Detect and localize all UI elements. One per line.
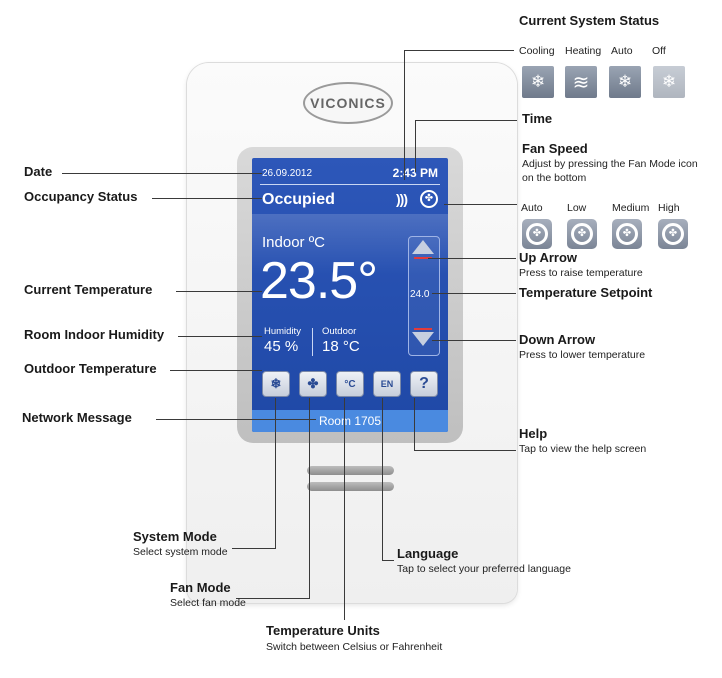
fan-speed-label: Medium bbox=[612, 202, 650, 214]
humidity-label: Humidity bbox=[264, 326, 301, 337]
header-divider bbox=[260, 184, 440, 185]
outdoor-callout-label: Outdoor Temperature bbox=[24, 361, 157, 376]
humidity-callout-label: Room Indoor Humidity bbox=[24, 327, 165, 342]
network-message-bar bbox=[252, 410, 448, 432]
leader-line bbox=[236, 598, 310, 599]
date-label: Date bbox=[24, 164, 53, 179]
temperature-units-button[interactable]: °C bbox=[336, 371, 364, 397]
leader-line bbox=[156, 419, 316, 420]
occupancy-label: Occupancy Status bbox=[24, 189, 138, 204]
leader-line bbox=[232, 548, 276, 549]
outdoor-value: 18 °C bbox=[322, 338, 360, 355]
cooling-status-icon: ❄ bbox=[522, 66, 554, 98]
up-arrow-indicator bbox=[414, 257, 432, 259]
indoor-label: Indoor ºC bbox=[262, 234, 326, 251]
down-arrow-icon[interactable] bbox=[412, 332, 434, 346]
down-arrow-desc: Press to lower temperature bbox=[519, 349, 646, 361]
help-desc: Tap to view the help screen bbox=[519, 443, 647, 455]
leader-line bbox=[444, 204, 517, 205]
leader-line bbox=[275, 398, 276, 548]
system-status-title: Current System Status bbox=[519, 13, 660, 28]
leader-line bbox=[178, 336, 262, 337]
status-mode-label: Auto bbox=[611, 45, 633, 57]
up-arrow-icon[interactable] bbox=[412, 240, 434, 254]
leader-line bbox=[62, 173, 262, 174]
leader-line bbox=[432, 340, 516, 341]
fan-high-icon: ✤ bbox=[658, 219, 688, 249]
current-temperature-label: Current Temperature bbox=[24, 282, 153, 297]
fan-speed-label: Low bbox=[567, 202, 587, 214]
screen-date: 26.09.2012 bbox=[262, 168, 313, 179]
time-label: Time bbox=[522, 111, 553, 126]
temperature-units-desc: Switch between Celsius or Fahrenheit bbox=[266, 641, 443, 653]
fan-speed-title: Fan Speed bbox=[522, 141, 588, 156]
current-temperature: 23.5° bbox=[260, 252, 378, 310]
language-button[interactable]: EN bbox=[373, 371, 401, 397]
fan-medium-icon: ✤ bbox=[612, 219, 642, 249]
fan-mode-label: Fan Mode bbox=[170, 580, 231, 595]
leader-line bbox=[152, 198, 262, 199]
leader-line bbox=[414, 398, 415, 450]
fan-speed-label: Auto bbox=[521, 202, 543, 214]
network-callout-label: Network Message bbox=[22, 410, 132, 425]
language-label: Language bbox=[397, 546, 459, 561]
setpoint-label: Temperature Setpoint bbox=[519, 285, 653, 300]
humidity-value: 45 % bbox=[264, 338, 299, 355]
fan-mode-desc: Select fan mode bbox=[170, 597, 246, 609]
leader-line bbox=[382, 398, 383, 560]
system-mode-desc: Select system mode bbox=[133, 546, 228, 558]
leader-line bbox=[382, 560, 394, 561]
down-arrow-label: Down Arrow bbox=[519, 332, 596, 347]
up-arrow-label: Up Arrow bbox=[519, 250, 578, 265]
brand-logo: VICONICS bbox=[303, 82, 393, 124]
fan-low-icon: ✤ bbox=[567, 219, 597, 249]
fan-speed-label: High bbox=[658, 202, 680, 214]
thermostat-screen: 26.09.2012 2:43 PM Occupied ))) ✤ Indoor… bbox=[252, 158, 448, 432]
leader-line bbox=[404, 50, 405, 180]
auto-status-icon: ❄ bbox=[609, 66, 641, 98]
leader-line bbox=[432, 293, 516, 294]
temperature-units-label: Temperature Units bbox=[266, 623, 380, 638]
fan-mode-button[interactable]: ✤ bbox=[299, 371, 327, 397]
system-mode-label: System Mode bbox=[133, 529, 217, 544]
fan-speed-desc: Adjust by pressing the Fan Mode icon bbox=[522, 158, 698, 170]
down-arrow-indicator bbox=[414, 328, 432, 330]
fan-status-icon: ✤ bbox=[420, 190, 438, 208]
humidity-divider bbox=[312, 328, 313, 356]
status-mode-label: Off bbox=[652, 45, 666, 57]
vent-slot bbox=[307, 466, 394, 475]
leader-line bbox=[414, 450, 516, 451]
off-status-icon: ❄ bbox=[653, 66, 685, 98]
help-label: Help bbox=[519, 426, 548, 441]
heating-status-icon: ))) bbox=[396, 191, 408, 207]
leader-line bbox=[176, 291, 262, 292]
outdoor-label: Outdoor bbox=[322, 326, 357, 337]
system-mode-button[interactable]: ❄ bbox=[262, 371, 290, 397]
vent-slot bbox=[307, 482, 394, 491]
leader-line bbox=[170, 370, 262, 371]
help-button[interactable]: ? bbox=[410, 371, 438, 397]
heating-status-icon: ≋ bbox=[565, 66, 597, 98]
screen-time: 2:43 PM bbox=[392, 166, 438, 180]
leader-line bbox=[415, 120, 416, 172]
status-mode-label: Cooling bbox=[519, 45, 555, 57]
fan-speed-desc: on the bottom bbox=[522, 172, 587, 184]
occupancy-status: Occupied bbox=[262, 191, 335, 208]
fan-auto-icon: ✤ bbox=[522, 219, 552, 249]
leader-line bbox=[404, 50, 514, 51]
status-mode-label: Heating bbox=[565, 45, 602, 57]
leader-line bbox=[415, 120, 517, 121]
temperature-setpoint: 24.0 bbox=[410, 289, 430, 300]
leader-line bbox=[344, 398, 345, 620]
leader-line bbox=[428, 258, 516, 259]
network-message: Room 1705 bbox=[318, 414, 382, 428]
language-desc: Tap to select your preferred language bbox=[397, 563, 571, 575]
up-arrow-desc: Press to raise temperature bbox=[519, 267, 643, 279]
leader-line bbox=[309, 398, 310, 598]
